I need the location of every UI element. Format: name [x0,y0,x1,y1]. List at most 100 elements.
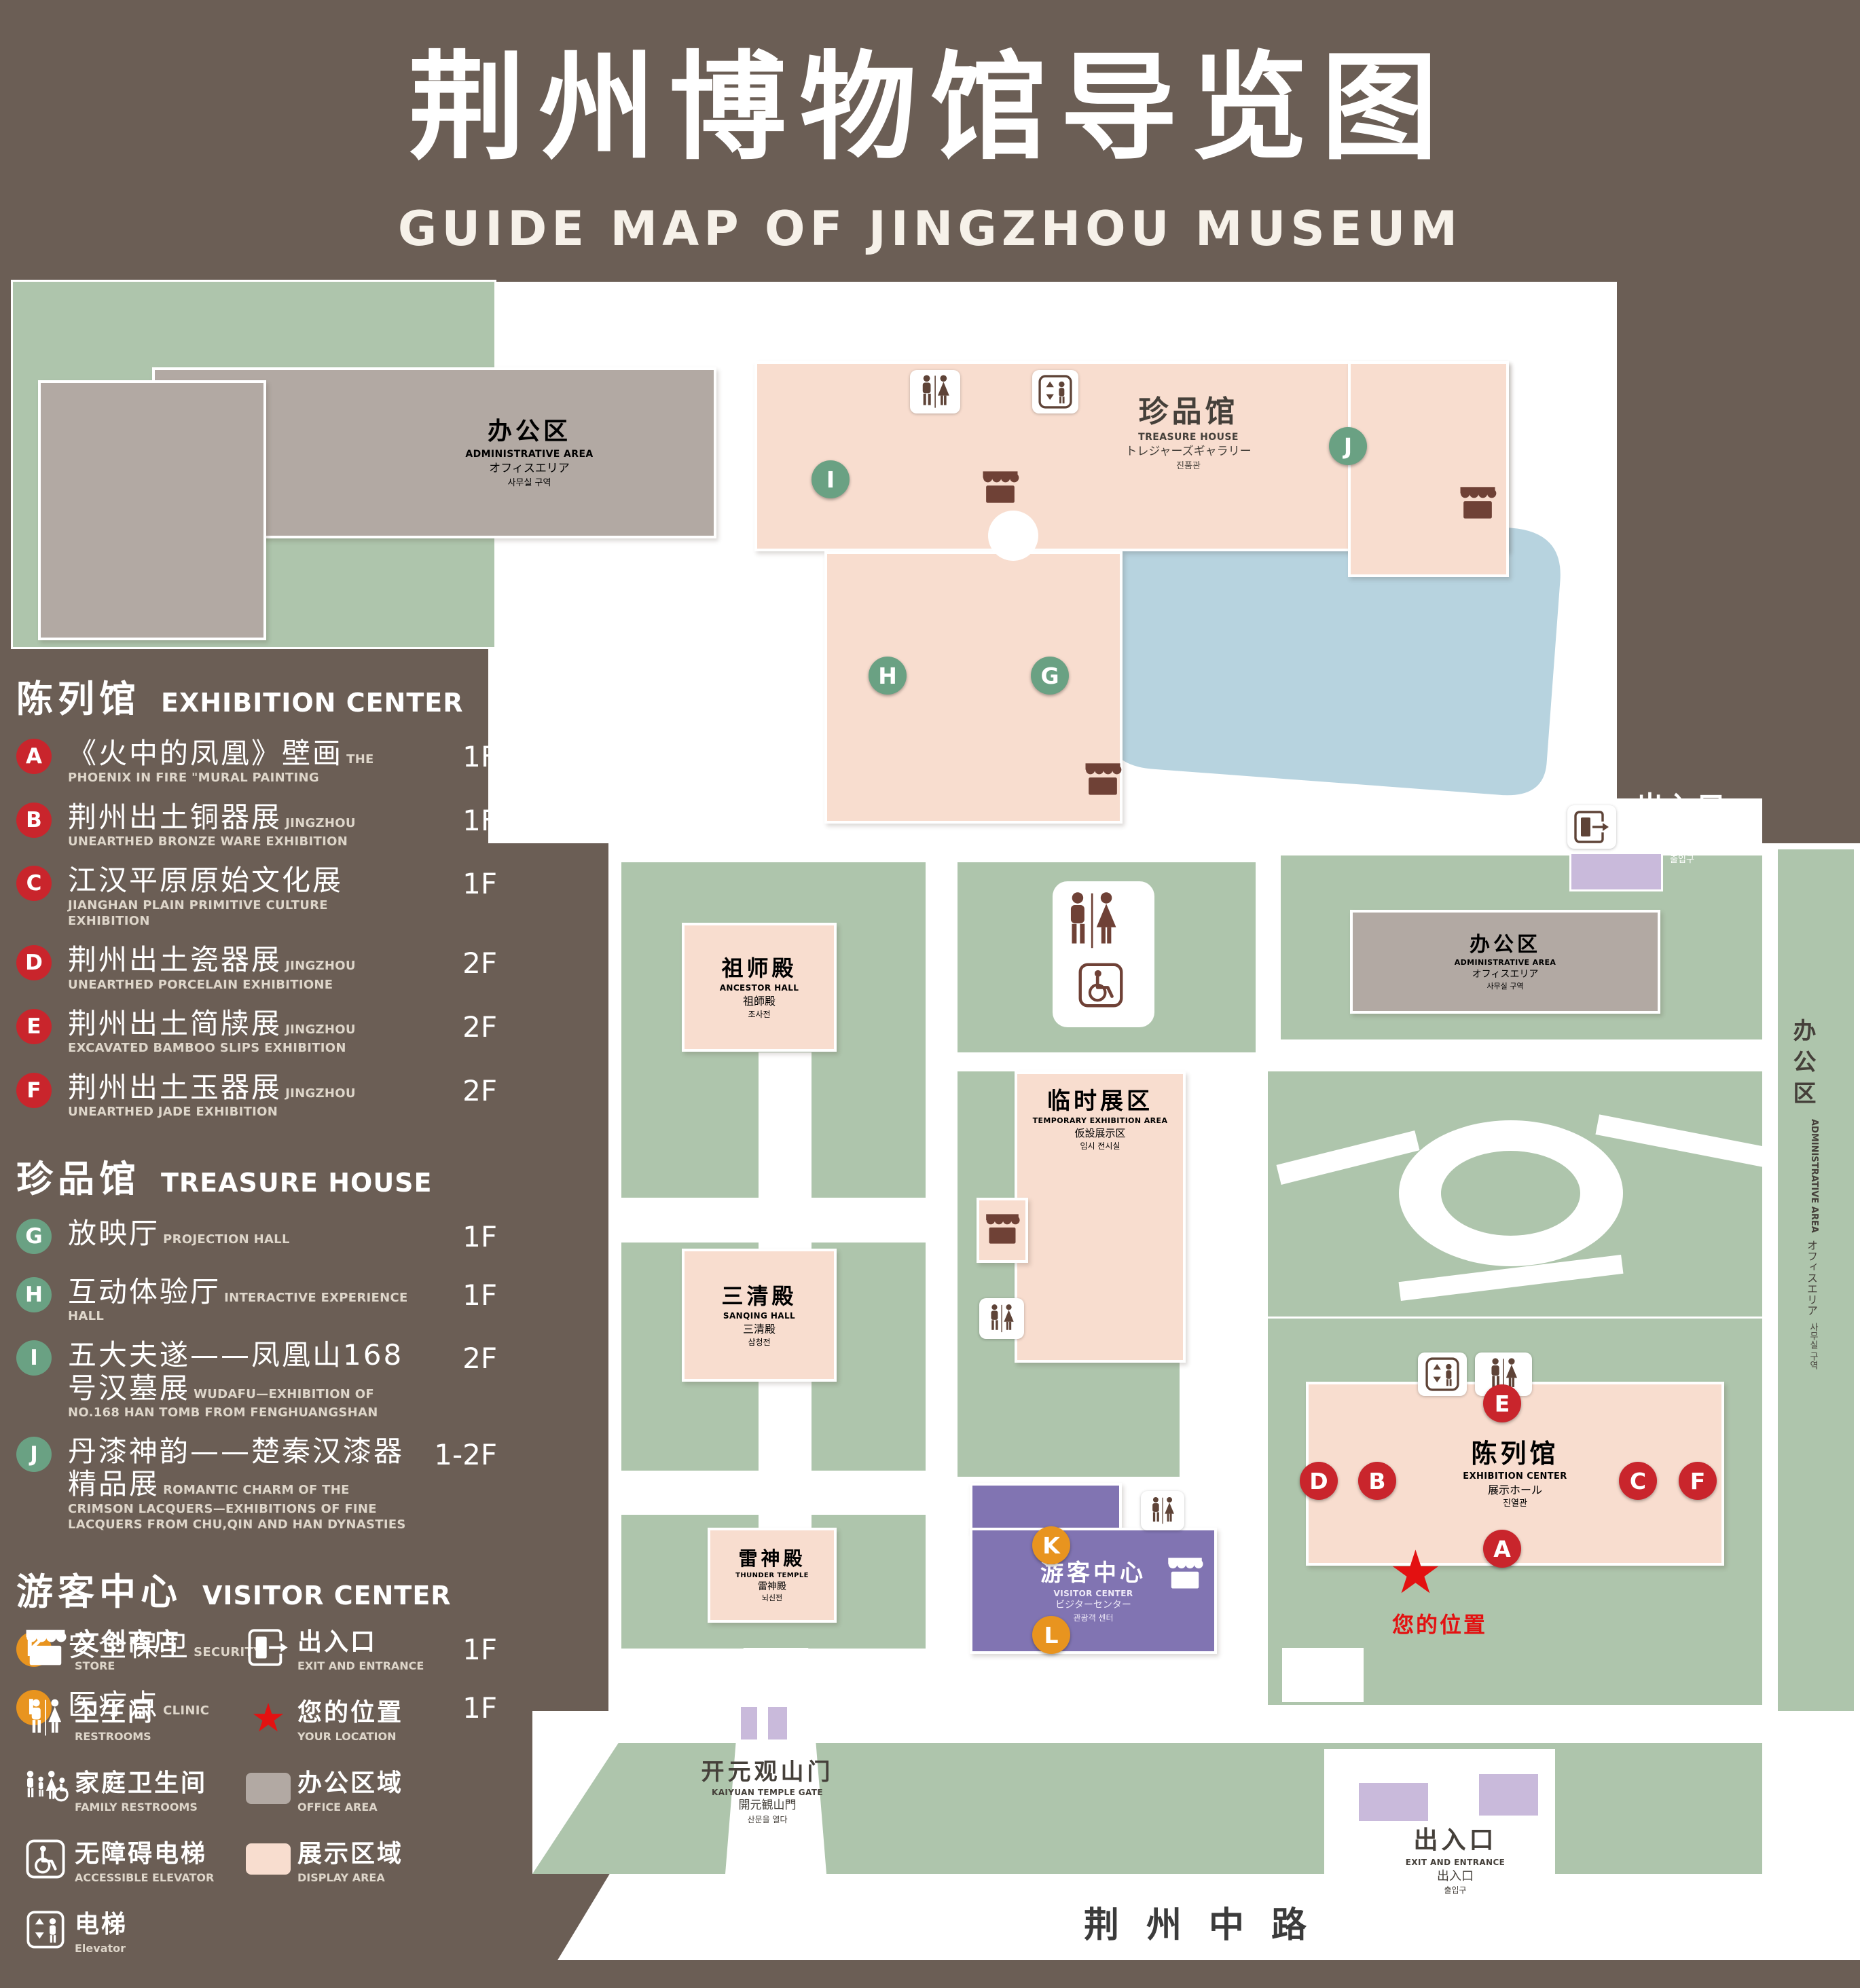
legend-item-f: F 荆州出土玉器展 JINGZHOU UNEARTHED JADE EXHIBI… [16,1071,501,1120]
section-title-en: VISITOR CENTER [202,1580,452,1610]
exit-northeast-booth [1569,852,1663,891]
thunder-label-en: THUNDER TEMPLE [735,1572,809,1580]
ancestor-label-ko: 조사전 [748,1009,771,1019]
item-en: SECURITY [194,1644,263,1659]
item-en: JINGZHOU EXCAVATED BAMBOO SLIPS EXHIBITI… [68,1023,356,1056]
section-title-en: TREASURE HOUSE [161,1167,433,1198]
ancestor-label-en: ANCESTOR HALL [719,983,799,993]
building-treasure-house-east-wing [1348,361,1509,577]
facility-zh: 展示区域 [297,1840,404,1868]
item-zh: 放映厅 [68,1216,160,1250]
legend-item-h: H 互动体验厅 INTERACTIVE EXPERIENCE HALL 1F [16,1275,501,1325]
item-floor: 2F [462,946,497,980]
map-marker-d: D [1300,1462,1338,1500]
facility-en: STORE [75,1659,115,1672]
elevator-icon [1418,1352,1467,1396]
item-floor: 1F [462,803,497,837]
restroom-icon [1061,889,1123,952]
temporary-label-ja: 仮設展示区 [1074,1127,1126,1140]
gate-label: 开元观山门 KAIYUAN TEMPLE GATE 開元観山門 산문을 열다 [665,1757,869,1825]
facility-zh: 无障碍电梯 [75,1840,208,1868]
ancestor-label-zh: 祖师殿 [721,955,797,981]
your-location-star-icon: ★ [1389,1537,1442,1607]
gate-label-zh: 开元观山门 [701,1759,834,1786]
legend-sidebar: 陈列馆 EXHIBITION CENTER A 《火中的凤凰》壁画 THE PH… [16,669,501,1732]
treasure-house-label: 珍品馆 TREASURE HOUSE トレジャーズギャラリー 진품관 [1012,392,1365,472]
exhibition-label-zh: 陈列馆 [1471,1439,1559,1469]
admin-east-label-en: ADMINISTRATIVE AREA [1454,958,1556,968]
store-icon [16,1628,75,1667]
restroom-icon [979,1298,1024,1339]
badge-d: D [16,945,52,981]
treasure-label-ja: トレジャーズギャラリー [1125,445,1252,459]
building-admin-east: 办公区 ADMINISTRATIVE AREA オフィスエリア 사무실 구역 [1350,910,1660,1014]
thunder-label-zh: 雷神殿 [738,1547,806,1570]
badge-h: H [16,1276,52,1312]
facility-en: ACCESSIBLE ELEVATOR [75,1871,215,1884]
section-title-zh: 陈列馆 [16,678,141,720]
legend-store: 文创商店 STORE [16,1616,234,1678]
facility-zh: 文创商店 [75,1628,181,1656]
building-visitor-center-wing [970,1483,1122,1532]
facility-legend-column-2: 出入口 EXIT AND ENTRANCE ★ 您的位置 YOUR LOCATI… [239,1616,511,1898]
office-area-swatch [239,1773,297,1804]
building-sanqing-hall: 三清殿 SANQING HALL 三清殿 삼청전 [682,1249,837,1382]
facility-en: OFFICE AREA [297,1801,378,1814]
badge-e: E [16,1009,52,1045]
exit-south-zh2: 出入口 [1437,1869,1474,1883]
sanqing-label-zh2: 三清殿 [742,1322,776,1336]
building-ancestor-hall: 祖师殿 ANCESTOR HALL 祖師殿 조사전 [682,923,837,1052]
legend-display-area: 展示区域 DISPLAY AREA [239,1828,511,1890]
item-en: CLINIC [163,1703,210,1718]
plaza-circle [988,511,1038,561]
restroom-icon [1141,1491,1184,1530]
facility-legend-column-1: 文创商店 STORE 卫生间 RESTROOMS 家庭卫生间 FAMILY RE… [16,1616,234,1969]
legend-elevator: 电梯 Elevator [16,1898,234,1961]
item-en: JINGZHOU UNEARTHED PORCELAIN EXHIBITIONE [68,959,356,992]
item-en: PROJECTION HALL [163,1232,290,1247]
store-icon [981,470,1019,504]
badge-b: B [16,802,52,838]
admin-east-label-ja: オフィスエリア [1472,969,1539,980]
legend-office-area: 办公区域 OFFICE AREA [239,1757,511,1820]
section-title-en: EXHIBITION CENTER [161,688,464,718]
building-admin-northwest-wing [38,380,266,640]
item-floor: 1F [462,740,497,773]
building-treasure-house-south-wing [824,551,1123,824]
gate-label-ja: 開元観山門 [738,1799,797,1813]
item-zh: 医疗点 [68,1687,160,1721]
item-en: JINGZHOU UNEARTHED BRONZE WARE EXHIBITIO… [68,815,356,849]
page-subtitle: GUIDE MAP OF JINGZHOU MUSEUM [397,201,1463,257]
section-title-zh: 珍品馆 [16,1157,141,1200]
exit-ne-zh2: 出入口 [1662,836,1702,853]
road-name-label: 荆州中路 [1083,1905,1334,1946]
elevator-icon [1032,370,1078,413]
facility-zh: 您的位置 [297,1699,404,1727]
exit-ne-ko: 출입구 [1670,855,1694,866]
item-floor: 1F [462,867,497,901]
legend-item-i: I 五大夫遂——凤凰山168号汉墓展 WUDAFU—EXHIBITION OF … [16,1338,501,1420]
exhibition-label-ja: 展示ホール [1487,1484,1542,1496]
exit-icon [1567,805,1616,849]
item-floor: 1F [462,1632,497,1666]
legend-restroom: 卫生间 RESTROOMS [16,1687,234,1749]
store-icon [1459,485,1497,520]
treasure-label-en: TREASURE HOUSE [1138,432,1239,443]
badge-c: C [16,866,52,902]
item-zh: 丹漆神韵——楚秦汉漆器精品展 [68,1435,405,1501]
item-zh: 《火中的凤凰》壁画 [68,737,344,770]
map-marker-e: E [1483,1384,1521,1422]
visitor-label-zh: 游客中心 [1040,1559,1146,1587]
exit-northeast-label: 出入口 EXIT AND ENTRANCE 出入口 출입구 [1618,789,1747,866]
legend-accessible-elevator: 无障碍电梯 ACCESSIBLE ELEVATOR [16,1828,234,1890]
thunder-label-zh2: 雷神殿 [758,1581,786,1592]
exit-icon [239,1629,297,1666]
admin-nw-label-zh: 办公区 [487,418,571,446]
building-thunder-temple: 雷神殿 THUNDER TEMPLE 雷神殿 뇌신전 [708,1528,837,1623]
restroom-icon [16,1697,75,1738]
exit-south-booth-east [1477,1772,1540,1818]
legend-exit: 出入口 EXIT AND ENTRANCE [239,1616,511,1678]
map-marker-k: K [1032,1526,1070,1564]
family-restroom-icon [16,1768,75,1809]
exit-south-ko: 출입구 [1444,1885,1467,1896]
